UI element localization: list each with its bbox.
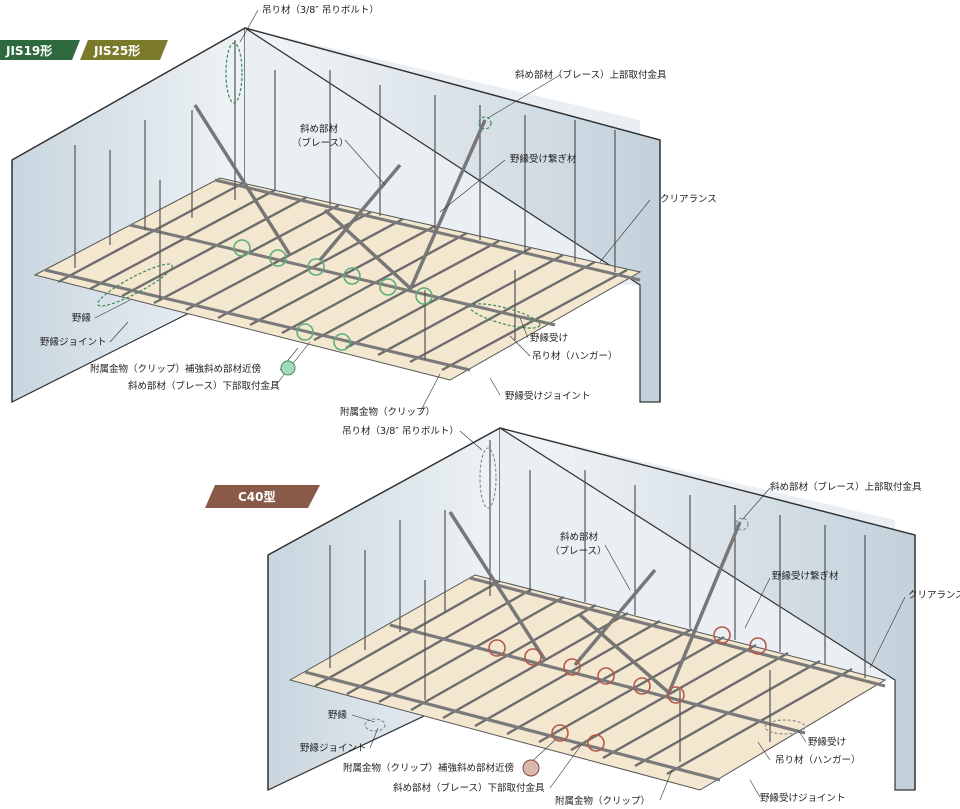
bottom-ceiling-board <box>288 574 887 791</box>
tag-jis19-text: JIS19形 <box>5 44 52 58</box>
bottom-hanger-bolt-label: 吊り材（3/8″ 吊りボルト） <box>342 425 459 437</box>
bottom-hanger-label: 吊り材（ハンガー） <box>775 754 861 766</box>
top-channel-joint-bar-label: 野縁受け繋ぎ材 <box>510 153 577 165</box>
top-brace-label-2: （ブレース） <box>292 137 349 149</box>
bottom-hanger-rods <box>329 440 866 762</box>
top-legend-marker <box>280 360 296 376</box>
bottom-brace-bottom-label: 斜め部材（ブレース）下部取付金具 <box>393 782 545 794</box>
top-channel-joint-label: 野縁受けジョイント <box>505 390 591 402</box>
bottom-clip-label: 附属金物（クリップ） <box>555 795 650 807</box>
top-nobuchi-label: 野縁 <box>72 312 92 324</box>
top-brace-bottom-label: 斜め部材（ブレース）下部取付金具 <box>128 380 280 392</box>
tag-jis19 <box>0 40 80 60</box>
tag-c40 <box>205 485 320 508</box>
bottom-brace-top-label: 斜め部材（ブレース）上部取付金具 <box>770 481 922 493</box>
tag-jis25-text: JIS25形 <box>93 44 140 58</box>
top-clip-label: 附属金物（クリップ） <box>340 406 435 418</box>
bottom-clearance-label: クリアランス <box>908 590 960 601</box>
bottom-nobuchi-joint-label: 野縁ジョイント <box>300 742 367 754</box>
top-diagram: JIS19形 JIS25形 吊り材（3/8″ 吊りボルト） 斜め部材（ブレース）… <box>0 4 717 418</box>
bottom-nobuchi-label: 野縁 <box>328 709 348 721</box>
bottom-channels <box>304 576 886 782</box>
top-leaders <box>94 9 651 413</box>
top-clip-markers <box>233 239 433 351</box>
top-clearance-label: クリアランス <box>660 194 717 205</box>
top-channels <box>44 178 641 372</box>
bottom-brace-label-1: 斜め部材 <box>560 531 599 543</box>
bottom-channel-label: 野縁受け <box>808 736 846 748</box>
bottom-clip-reinforce-label: 附属金物（クリップ）補強斜め部材近傍 <box>343 762 514 774</box>
bottom-channel-joint-bar-label: 野縁受け繋ぎ材 <box>772 570 839 582</box>
top-hanger-bolt-label: 吊り材（3/8″ 吊りボルト） <box>262 4 379 16</box>
top-braces <box>193 104 487 291</box>
top-hanger-label: 吊り材（ハンガー） <box>532 350 618 362</box>
bottom-channel-joint-label: 野縁受けジョイント <box>760 792 846 804</box>
top-highlights <box>97 42 541 329</box>
bottom-legend-marker <box>522 759 540 777</box>
bottom-braces <box>448 511 742 696</box>
top-channel-label: 野縁受け <box>530 332 568 344</box>
bottom-brace-label-2: （ブレース） <box>550 545 607 557</box>
top-brace-label-1: 斜め部材 <box>300 123 339 135</box>
tag-c40-text: C40型 <box>238 489 276 504</box>
top-clip-reinforce-label: 附属金物（クリップ）補強斜め部材近傍 <box>90 363 261 375</box>
bottom-highlights <box>364 447 806 735</box>
top-brace-top-label: 斜め部材（ブレース）上部取付金具 <box>515 69 667 81</box>
bottom-diagram: C40型 吊り材（3/8″ 吊りボルト） 斜め部材（ブレース）上部取付金具 斜め… <box>205 425 960 807</box>
tag-jis25 <box>80 40 168 60</box>
top-hanger-rods <box>74 40 616 360</box>
bottom-clip-markers <box>488 626 767 752</box>
top-nobuchi-joint-label: 野縁ジョイント <box>40 336 107 348</box>
